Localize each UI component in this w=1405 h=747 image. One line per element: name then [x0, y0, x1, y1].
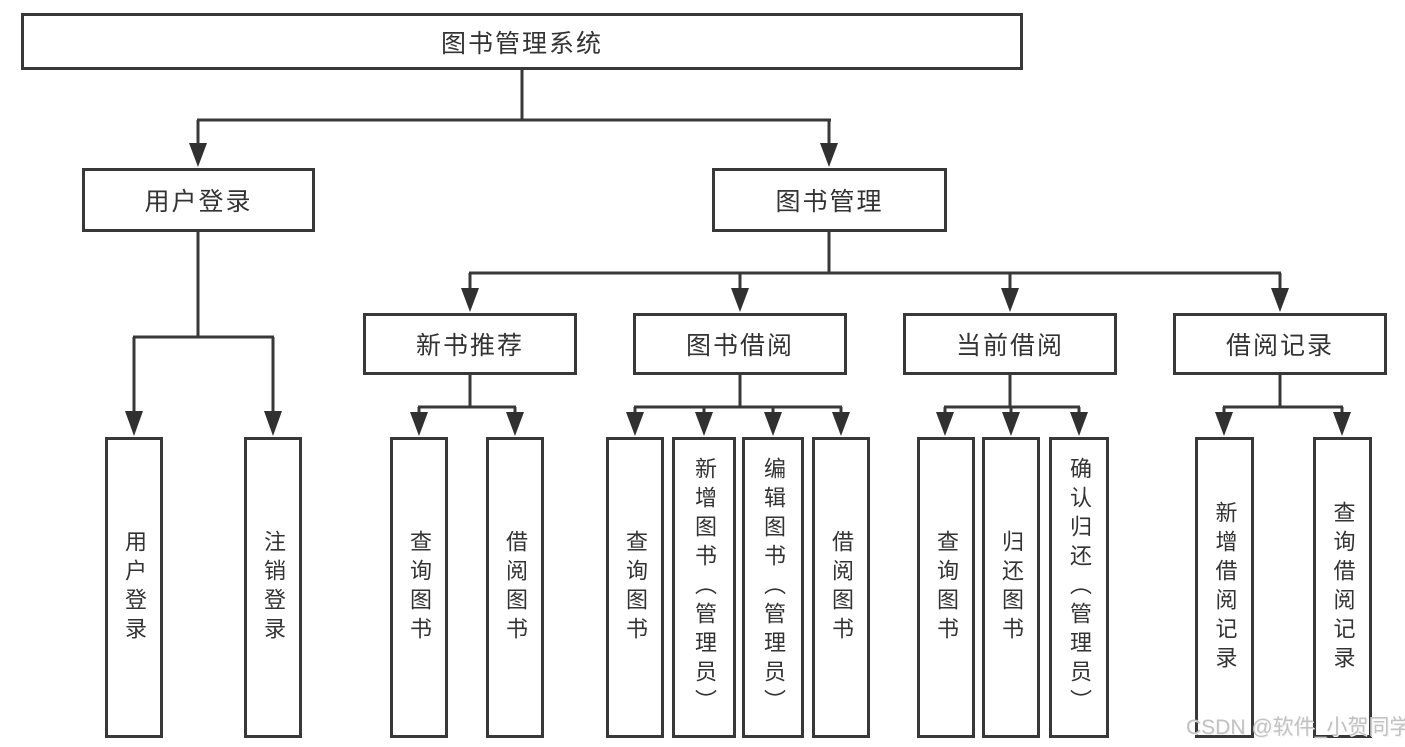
leaf-recommend-borrow-books: 借阅图书	[486, 437, 544, 738]
node-book-management: 图书管理	[712, 168, 947, 232]
leaf-borrow-edit-books-admin: 编辑图书（管理员）	[742, 437, 804, 738]
arrow-down-icon	[764, 412, 782, 436]
arrowheads-records-split	[1215, 412, 1351, 436]
leaf-recommend-query-books-label: 查询图书	[407, 529, 432, 646]
node-new-book-recommend: 新书推荐	[363, 313, 577, 375]
leaf-current-return-books-label: 归还图书	[999, 529, 1024, 646]
leaf-records-add-borrow-record-label: 新增借阅记录	[1212, 500, 1238, 675]
node-book-management-label: 图书管理	[775, 188, 884, 216]
arrow-down-icon	[264, 411, 282, 436]
connector-borrow-split	[633, 375, 843, 414]
leaf-borrow-add-books-admin: 新增图书（管理员）	[672, 437, 736, 738]
arrow-down-icon	[1001, 288, 1019, 312]
node-new-book-recommend-label: 新书推荐	[415, 332, 524, 360]
node-borrow-records: 借阅记录	[1173, 313, 1387, 375]
leaf-current-confirm-return-admin-label: 确认归还（管理员）	[1067, 457, 1092, 718]
node-borrow-records-label: 借阅记录	[1225, 332, 1334, 360]
arrowheads-current-split	[936, 412, 1088, 436]
arrow-down-icon	[1271, 288, 1289, 312]
node-book-borrow: 图书借阅	[633, 313, 847, 375]
arrow-down-icon	[1070, 412, 1088, 436]
leaf-borrow-edit-books-admin-label: 编辑图书（管理员）	[761, 457, 786, 718]
leaf-current-query-books: 查询图书	[917, 437, 975, 738]
arrow-down-icon	[506, 412, 524, 436]
arrow-down-icon	[125, 411, 143, 436]
leaf-recommend-borrow-books-label: 借阅图书	[503, 529, 528, 646]
leaf-records-add-borrow-record: 新增借阅记录	[1195, 437, 1254, 738]
leaf-recommend-query-books: 查询图书	[390, 437, 448, 738]
connector-records-split	[1222, 375, 1344, 414]
connector-book-management-split	[468, 232, 1282, 290]
leaf-current-query-books-label: 查询图书	[934, 529, 959, 646]
arrow-down-icon	[1215, 412, 1233, 436]
connector-root-split	[196, 68, 831, 146]
arrow-down-icon	[695, 412, 713, 436]
arrowheads-book-management-split	[461, 288, 1289, 312]
leaf-user-login-label: 用户登录	[122, 529, 147, 646]
node-root-library-system: 图书管理系统	[21, 13, 1023, 70]
leaf-logout-label: 注销登录	[261, 529, 286, 646]
arrow-down-icon	[1002, 412, 1020, 436]
watermark: CSDN @软件_小贺同学	[1186, 711, 1405, 741]
node-user-login-label: 用户登录	[144, 188, 253, 216]
connector-user-login-split	[132, 232, 275, 413]
node-book-borrow-label: 图书借阅	[685, 332, 794, 360]
arrow-down-icon	[189, 143, 207, 167]
leaf-user-login: 用户登录	[105, 437, 163, 738]
node-current-borrow: 当前借阅	[903, 313, 1117, 375]
node-user-login: 用户登录	[82, 168, 315, 232]
leaf-borrow-borrow-books-label: 借阅图书	[829, 529, 854, 646]
arrow-down-icon	[1333, 412, 1351, 436]
leaf-records-query-borrow-record: 查询借阅记录	[1313, 437, 1372, 738]
leaf-borrow-query-books-label: 查询图书	[623, 529, 648, 646]
arrow-down-icon	[832, 412, 850, 436]
leaf-logout: 注销登录	[244, 437, 302, 738]
arrow-down-icon	[626, 412, 644, 436]
arrow-down-icon	[936, 412, 954, 436]
connector-recommend-split	[417, 375, 517, 414]
leaf-records-query-borrow-record-label: 查询借阅记录	[1330, 500, 1356, 675]
node-root-label: 图书管理系统	[440, 29, 603, 58]
arrowheads-root-split	[189, 143, 838, 167]
arrowheads-borrow-split	[626, 412, 850, 436]
arrow-down-icon	[731, 288, 749, 312]
leaf-borrow-borrow-books: 借阅图书	[812, 437, 870, 738]
leaf-current-return-books: 归还图书	[982, 437, 1040, 738]
leaf-borrow-query-books: 查询图书	[606, 437, 664, 738]
arrow-down-icon	[820, 143, 838, 167]
node-current-borrow-label: 当前借阅	[955, 332, 1064, 360]
leaf-borrow-add-books-admin-label: 新增图书（管理员）	[692, 457, 717, 718]
arrow-down-icon	[410, 412, 428, 436]
arrowheads-user-login-split	[125, 411, 282, 436]
connector-current-split	[943, 375, 1081, 414]
leaf-current-confirm-return-admin: 确认归还（管理员）	[1049, 437, 1109, 738]
arrow-down-icon	[461, 288, 479, 312]
arrowheads-recommend-split	[410, 412, 524, 436]
watermark-text: CSDN @软件_小贺同学	[1186, 716, 1405, 739]
